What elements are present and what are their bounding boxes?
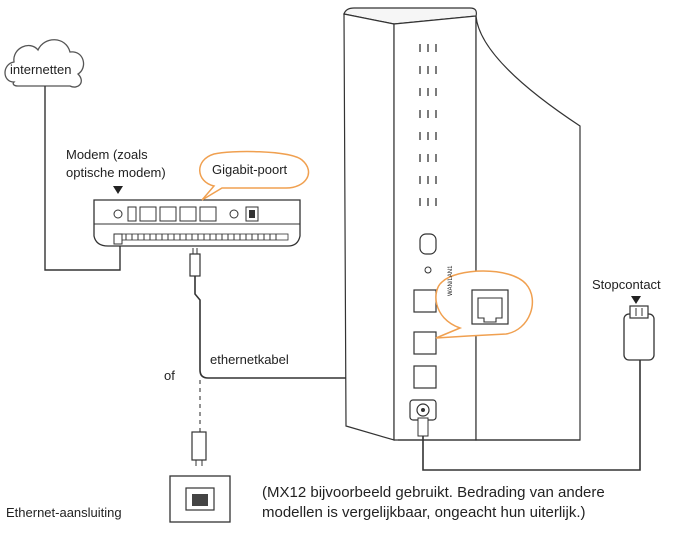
caption-line-2: modellen is vergelijkbaar, ongeacht hun … xyxy=(262,504,586,521)
alternative-cable-dashed xyxy=(191,380,207,466)
caption-line-1: (MX12 bijvoorbeeld gebruikt. Bedrading v… xyxy=(262,484,605,501)
modem-label-line1: Modem (zoals xyxy=(66,147,148,162)
outlet-pointer-arrow xyxy=(631,296,641,304)
ethernet-jack-label: Ethernet-aansluiting xyxy=(6,505,122,520)
internet-cloud-icon xyxy=(4,39,85,88)
internet-label: internetten xyxy=(10,62,72,77)
or-label: of xyxy=(164,368,175,383)
internet-cable xyxy=(44,86,121,271)
modem-label-line2: optische modem) xyxy=(66,165,166,180)
modem-device xyxy=(93,199,301,247)
router-device xyxy=(343,7,581,441)
router-port-label: WAN/LAN1 xyxy=(448,265,454,296)
gigabit-port-label: Gigabit-poort xyxy=(212,162,288,177)
gigabit-port-callout xyxy=(199,150,310,201)
modem-pointer-arrow xyxy=(113,186,123,194)
wan-lan-port-callout xyxy=(435,270,534,339)
ethernet-wall-jack-icon xyxy=(169,475,231,523)
power-adapter-icon xyxy=(623,305,655,361)
figure-caption: (MX12 bijvoorbeeld gebruikt. Bedrading v… xyxy=(262,483,605,523)
ethernet-cable-label: ethernetkabel xyxy=(210,352,289,367)
power-cable xyxy=(417,360,641,471)
power-outlet-label: Stopcontact xyxy=(592,277,661,292)
